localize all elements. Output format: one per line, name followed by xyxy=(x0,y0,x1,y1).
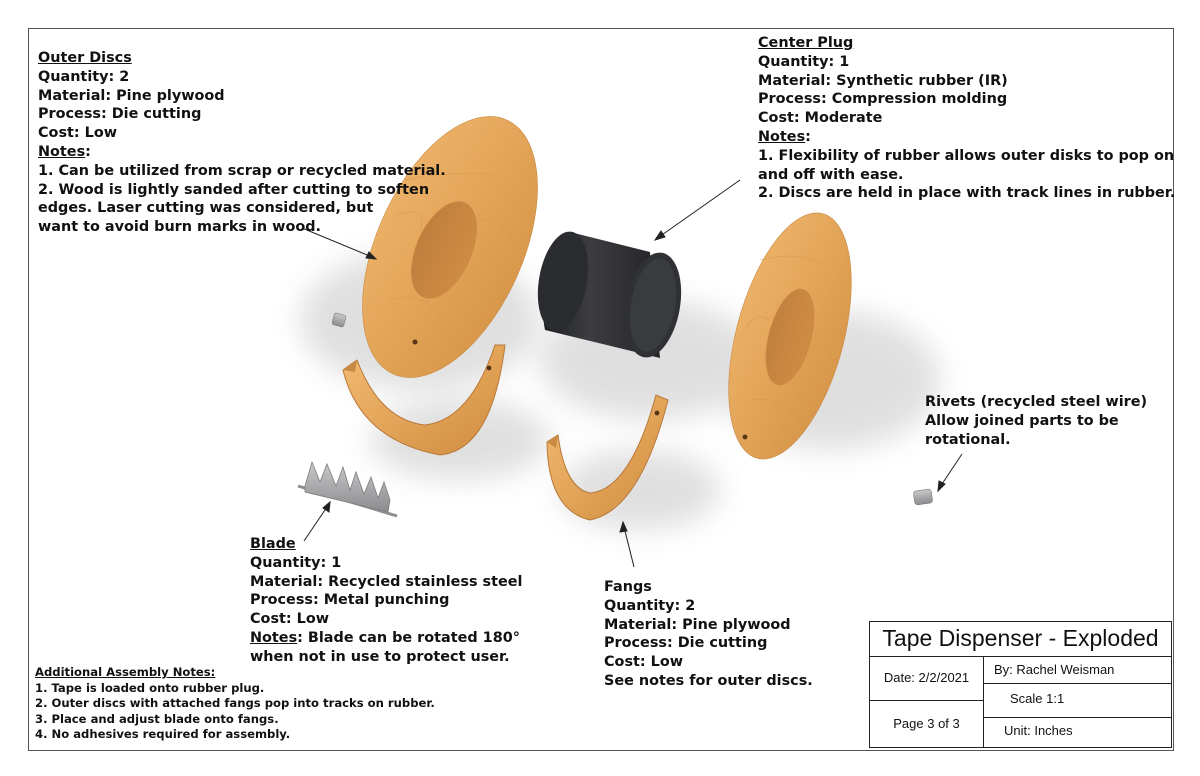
rivets-line2: Allow joined parts to be xyxy=(925,412,1119,429)
drawing-border xyxy=(28,28,1174,751)
blade-notes-text: : Blade can be rotated 180° xyxy=(297,629,520,646)
blade-material: Material: Recycled stainless steel xyxy=(250,573,523,590)
title-block: Tape Dispenser - Exploded Date: 2/2/2021… xyxy=(869,621,1172,748)
blade-quantity: Quantity: 1 xyxy=(250,554,342,571)
center-plug-notes-label: Notes xyxy=(758,128,806,145)
rivet-right xyxy=(913,488,933,506)
additional-notes-title: Additional Assembly Notes: xyxy=(35,665,216,679)
additional-note-2: 2. Outer discs with attached fangs pop i… xyxy=(35,696,435,711)
blade-notes-line: Notes: Blade can be rotated 180° xyxy=(250,629,522,648)
drawing-date: Date: 2/2/2021 xyxy=(870,656,984,701)
outer-discs-callout: Outer Discs Quantity: 2 Material: Pine p… xyxy=(38,49,446,237)
page-number: Page 3 of 3 xyxy=(870,700,984,747)
center-plug-notes-colon: : xyxy=(805,128,811,145)
center-plug-callout: Center Plug Quantity: 1 Material: Synthe… xyxy=(758,34,1175,203)
outer-discs-note2a: 2. Wood is lightly sanded after cutting … xyxy=(38,181,430,198)
additional-note-1: 1. Tape is loaded onto rubber plug. xyxy=(35,680,265,695)
outer-discs-note2b: edges. Laser cutting was considered, but xyxy=(38,200,374,217)
outer-discs-note1: 1. Can be utilized from scrap or recycle… xyxy=(38,162,446,179)
fangs-material: Material: Pine plywood xyxy=(604,616,791,633)
left-fang xyxy=(342,344,506,456)
center-plug-notes-heading: Notes: xyxy=(758,128,1175,147)
fangs-cost: Cost: Low xyxy=(604,654,684,671)
blade-title: Blade xyxy=(250,536,296,552)
center-plug-note2: 2. Discs are held in place with track li… xyxy=(758,185,1176,202)
outer-discs-notes-heading: Notes: xyxy=(38,143,446,162)
outer-discs-notes-label: Notes xyxy=(38,143,86,160)
center-rubber-plug xyxy=(537,231,682,358)
blade-notes-line2: when not in use to protect user. xyxy=(250,648,510,665)
fangs-process: Process: Die cutting xyxy=(604,635,768,652)
rivets-line1: Rivets (recycled steel wire) xyxy=(925,394,1148,410)
outer-discs-cost: Cost: Low xyxy=(38,125,118,142)
center-plug-note1a: 1. Flexibility of rubber allows outer di… xyxy=(758,147,1175,164)
drawing-scale: Scale 1:1 xyxy=(984,684,1171,718)
fangs-quantity: Quantity: 2 xyxy=(604,597,696,614)
drawing-author: By: Rachel Weisman xyxy=(984,656,1171,684)
outer-discs-title: Outer Discs xyxy=(38,50,132,66)
drawing-title: Tape Dispenser - Exploded xyxy=(870,622,1171,657)
outer-discs-notes-colon: : xyxy=(85,143,91,160)
fangs-title: Fangs xyxy=(604,579,652,595)
additional-note-4: 4. No adhesives required for assembly. xyxy=(35,727,291,742)
blade-callout: Blade Quantity: 1 Material: Recycled sta… xyxy=(250,535,522,667)
outer-discs-process: Process: Die cutting xyxy=(38,106,202,123)
center-plug-material: Material: Synthetic rubber (IR) xyxy=(758,72,1008,89)
blade-cost: Cost: Low xyxy=(250,611,330,628)
left-outer-disc xyxy=(362,116,538,378)
rivets-callout: Rivets (recycled steel wire) Allow joine… xyxy=(925,393,1147,449)
outer-discs-note2c: want to avoid burn marks in wood. xyxy=(38,219,322,236)
center-plug-title: Center Plug xyxy=(758,35,854,51)
fangs-callout: Fangs Quantity: 2 Material: Pine plywood… xyxy=(604,578,813,691)
blade-process: Process: Metal punching xyxy=(250,592,450,609)
right-outer-disc xyxy=(728,212,852,460)
center-plug-note1b: and off with ease. xyxy=(758,166,904,183)
additional-note-3: 3. Place and adjust blade onto fangs. xyxy=(35,711,279,726)
fangs-see-notes: See notes for outer discs. xyxy=(604,672,813,689)
center-plug-cost: Cost: Moderate xyxy=(758,110,883,127)
outer-discs-quantity: Quantity: 2 xyxy=(38,68,130,85)
center-plug-process: Process: Compression molding xyxy=(758,91,1008,108)
outer-discs-material: Material: Pine plywood xyxy=(38,87,225,104)
blade xyxy=(297,460,398,518)
additional-assembly-notes: Additional Assembly Notes: 1. Tape is lo… xyxy=(35,665,435,743)
blade-notes-label: Notes xyxy=(250,629,298,646)
rivet-left xyxy=(331,312,347,328)
rivets-line3: rotational. xyxy=(925,431,1011,448)
center-plug-quantity: Quantity: 1 xyxy=(758,53,850,70)
drawing-unit: Unit: Inches xyxy=(1004,723,1073,738)
leader-arrows xyxy=(301,179,963,568)
center-fang xyxy=(546,394,669,521)
